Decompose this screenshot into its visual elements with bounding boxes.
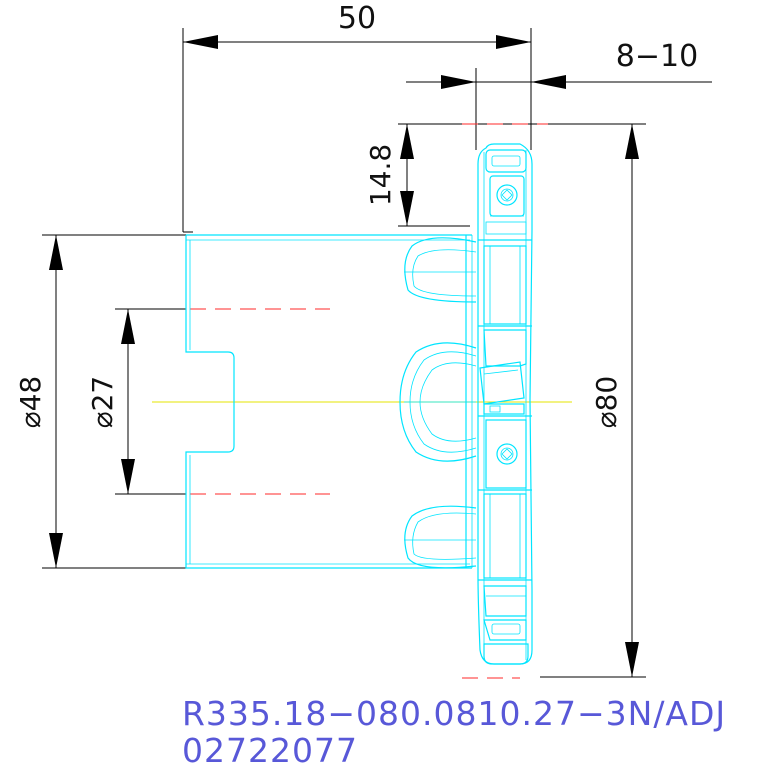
dimension-bore-diameter: ⌀27: [86, 308, 186, 495]
dimension-width-range: 8−10: [406, 39, 712, 150]
part-labels: R335.18−080.0810.27−3N/ADJ 02722077: [182, 694, 726, 767]
hidden-lines: [190, 123, 548, 679]
dimension-length-label: 50: [338, 1, 376, 36]
dimension-hub-diameter: ⌀48: [14, 234, 186, 569]
dimension-tooth-height: 14.8: [364, 123, 548, 227]
dimension-outer-diameter: ⌀80: [540, 123, 646, 678]
dimension-outer-diameter-label: ⌀80: [590, 376, 623, 429]
part-number: R335.18−080.0810.27−3N/ADJ: [182, 694, 726, 733]
sprocket-disk: [477, 143, 533, 665]
hub-body: [185, 234, 473, 569]
roller-lobes: [399, 237, 477, 569]
dimension-bore-diameter-label: ⌀27: [86, 376, 119, 429]
dimension-tooth-height-label: 14.8: [364, 144, 397, 206]
part-code: 02722077: [182, 731, 358, 767]
dimension-width-range-label: 8−10: [616, 39, 698, 74]
dimension-length: 50: [182, 1, 532, 233]
dimension-hub-diameter-label: ⌀48: [14, 376, 47, 429]
